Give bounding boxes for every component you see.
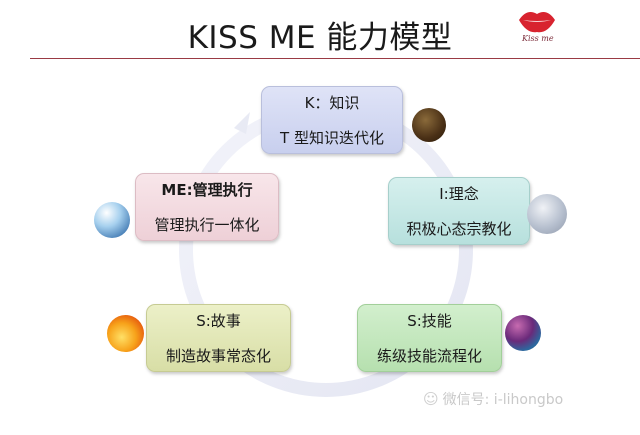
page-title: KISS ME 能力模型 xyxy=(187,20,453,56)
wechat-icon: ☺ xyxy=(423,390,439,408)
node-subtitle: 管理执行一体化 xyxy=(154,216,260,234)
node-management[interactable]: ME:管理执行 管理执行一体化 xyxy=(135,173,279,241)
node-title: K：知识 xyxy=(304,94,360,112)
orange-orb-icon xyxy=(107,315,144,352)
watermark-text: 微信号: i-lihongbo xyxy=(442,392,564,408)
node-title: S:技能 xyxy=(407,312,452,330)
node-title: S:故事 xyxy=(196,312,241,330)
purple-orb-icon xyxy=(505,315,541,351)
node-subtitle: 练级技能流程化 xyxy=(376,347,482,365)
node-subtitle: 积极心态宗教化 xyxy=(406,220,512,238)
logo-text: Kiss me xyxy=(522,34,554,43)
brain-globe-icon xyxy=(527,194,567,234)
earth-ball-icon xyxy=(412,108,446,142)
watermark: ☺ 微信号: i-lihongbo xyxy=(423,389,563,409)
node-idea[interactable]: I:理念 积极心态宗教化 xyxy=(388,177,530,245)
title-underline xyxy=(30,58,640,59)
node-subtitle: 制造故事常态化 xyxy=(165,347,271,365)
node-subtitle: T 型知识迭代化 xyxy=(280,129,384,147)
node-title: I:理念 xyxy=(439,185,479,203)
node-story[interactable]: S:故事 制造故事常态化 xyxy=(146,304,291,372)
lips-logo-icon xyxy=(519,12,555,33)
node-knowledge[interactable]: K：知识 T 型知识迭代化 xyxy=(261,86,403,154)
blue-orb-icon xyxy=(94,202,130,238)
node-title: ME:管理执行 xyxy=(161,181,253,199)
node-skill[interactable]: S:技能 练级技能流程化 xyxy=(357,304,502,372)
